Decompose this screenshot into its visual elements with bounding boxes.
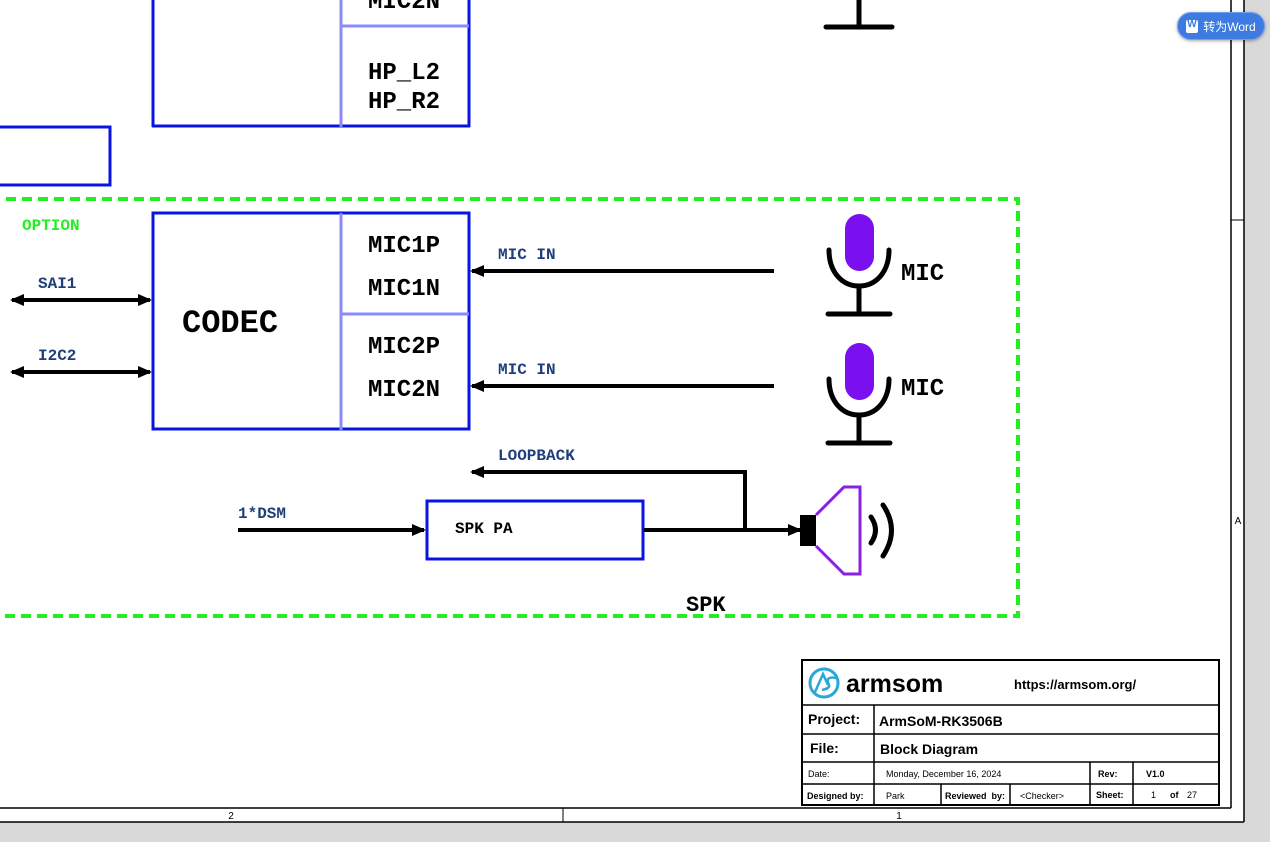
- convert-to-word-label: 转为Word: [1203, 19, 1256, 34]
- top-pin-hp-r2: HP_R2: [368, 89, 440, 116]
- spk-pa-label: SPK PA: [455, 520, 513, 538]
- sai1-label: SAI1: [38, 275, 76, 293]
- file-label: File:: [810, 740, 839, 756]
- project-value: ArmSoM-RK3506B: [879, 713, 1003, 729]
- url-text: https://armsom.org/: [1014, 677, 1136, 692]
- mic-2-label: MIC: [901, 376, 944, 403]
- file-value: Block Diagram: [880, 741, 978, 757]
- top-codec-block: MIC2N HP_L2 HP_R2: [151, 0, 471, 128]
- sheet-border: 2 1 A: [0, 0, 1245, 823]
- schematic-sheet: 2 1 A MIC2N HP_L2 HP_R2 OPTION CODEC MIC…: [0, 0, 1245, 823]
- sheet-of-label: of: [1170, 790, 1179, 800]
- codec-pin-mic2n: MIC2N: [368, 377, 440, 404]
- spk-pa-block: SPK PA: [425, 499, 645, 561]
- rev-value: V1.0: [1146, 769, 1165, 779]
- loopback-signal: LOOPBACK: [470, 447, 747, 530]
- reviewed-by-label: Reviewed by:: [945, 791, 1005, 801]
- mic-1-label: MIC: [901, 261, 944, 288]
- left-partial-block: [0, 125, 112, 187]
- codec-pin-mic2p: MIC2P: [368, 334, 440, 361]
- zone-label-a: A: [1235, 516, 1242, 527]
- designed-by-value: Park: [886, 791, 905, 801]
- logo-text: armsom: [846, 670, 943, 698]
- dsm-signal: 1*DSM: [238, 505, 426, 536]
- convert-to-word-button[interactable]: 转为Word: [1177, 12, 1265, 40]
- speaker-icon: [800, 485, 894, 576]
- i2c2-label: I2C2: [38, 347, 76, 365]
- dsm-label: 1*DSM: [238, 505, 286, 523]
- option-label: OPTION: [22, 217, 80, 235]
- microphone-icon: [825, 343, 893, 446]
- rev-label: Rev:: [1098, 769, 1118, 779]
- option-region: [0, 197, 1020, 618]
- top-pin-hp-l2: HP_L2: [368, 60, 440, 87]
- codec-pin-mic1p: MIC1P: [368, 233, 440, 260]
- word-doc-icon: [1186, 19, 1199, 33]
- mic-in-2-signal: MIC IN: [470, 361, 774, 392]
- i2c2-bus: I2C2: [10, 347, 152, 378]
- project-label: Project:: [808, 711, 860, 727]
- codec-pin-mic1n: MIC1N: [368, 276, 440, 303]
- codec-title: CODEC: [182, 305, 278, 342]
- designed-by-label: Designed by:: [807, 791, 864, 801]
- sheet-label: Sheet:: [1096, 790, 1124, 800]
- title-block: armsom https://armsom.org/ Project: ArmS…: [801, 659, 1220, 806]
- sheet-value: 1: [1151, 790, 1156, 800]
- zone-label-1: 1: [896, 811, 902, 822]
- sai1-bus: SAI1: [10, 275, 152, 306]
- codec-block: CODEC MIC1P MIC1N MIC2P MIC2N: [151, 211, 471, 431]
- loopback-label: LOOPBACK: [498, 447, 575, 465]
- armsom-logo: armsom: [808, 667, 943, 699]
- top-mic-stand: [823, 0, 895, 30]
- date-label: Date:: [808, 769, 830, 779]
- zone-label-2: 2: [228, 811, 234, 822]
- sheet-total: 27: [1187, 790, 1197, 800]
- reviewed-by-value: <Checker>: [1020, 791, 1064, 801]
- spk-region-label: SPK: [686, 593, 726, 618]
- microphone-icon: [825, 214, 893, 317]
- mic-in-1-signal: MIC IN: [470, 246, 774, 277]
- top-pin-mic2n: MIC2N: [368, 0, 440, 16]
- mic-in-1-label: MIC IN: [498, 246, 556, 264]
- date-value: Monday, December 16, 2024: [886, 769, 1001, 779]
- mic-in-2-label: MIC IN: [498, 361, 556, 379]
